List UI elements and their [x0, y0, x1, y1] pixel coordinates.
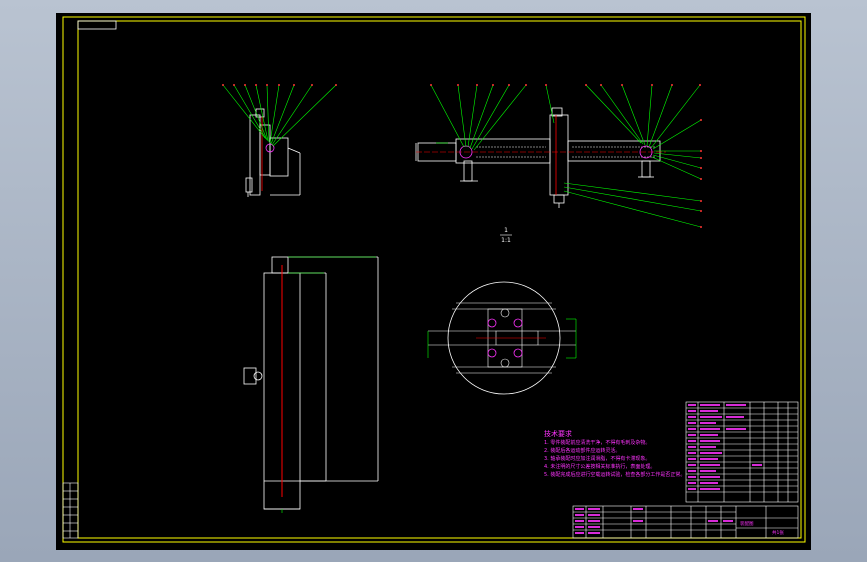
note-line-3: 3. 轴承装配时应加注润滑脂，不得有卡滞现象。 — [544, 455, 650, 462]
note-line-5: 5. 装配完成后应进行空载运转试验，检查各部分工作是否正常。 — [544, 471, 685, 478]
front-section-view: 1 1:1 — [415, 84, 702, 244]
side-stamp-table — [62, 482, 79, 539]
parts-list-fills — [688, 404, 762, 490]
plan-view — [243, 256, 379, 513]
sheet-inner-border — [77, 20, 802, 539]
section-view-scale: 1:1 — [501, 237, 511, 244]
cad-viewport[interactable]: 1 1:1 — [56, 13, 811, 550]
section-view-label: 1 — [504, 227, 508, 234]
title-block-drawing-label: 装配图 — [740, 520, 754, 527]
side-view — [222, 84, 337, 197]
note-line-1: 1. 零件装配前应清洗干净，不得有毛刺及杂物。 — [544, 439, 650, 446]
title-block-fills — [575, 508, 733, 534]
title-block-sheet-label: 共1张 — [772, 529, 784, 536]
side-view-leaders — [222, 84, 337, 147]
corner-stamp-box — [77, 20, 117, 30]
front-view-leaders-right — [436, 119, 702, 228]
note-line-4: 4. 未注明的尺寸公差按相关标准执行，表面处理。 — [544, 463, 655, 470]
detail-view — [427, 281, 577, 395]
cad-drawing: 1 1:1 — [62, 16, 806, 543]
title-block — [572, 505, 799, 539]
notes-title: 技术要求 — [544, 429, 572, 438]
note-line-2: 2. 装配后各运动部件应运转灵活。 — [544, 447, 620, 454]
technical-notes: 技术要求 1. 零件装配前应清洗干净，不得有毛刺及杂物。 2. 装配后各运动部件… — [544, 429, 685, 478]
parts-list — [685, 401, 799, 503]
sheet-outer-border — [62, 16, 806, 543]
front-view-leaders-top — [430, 84, 701, 151]
